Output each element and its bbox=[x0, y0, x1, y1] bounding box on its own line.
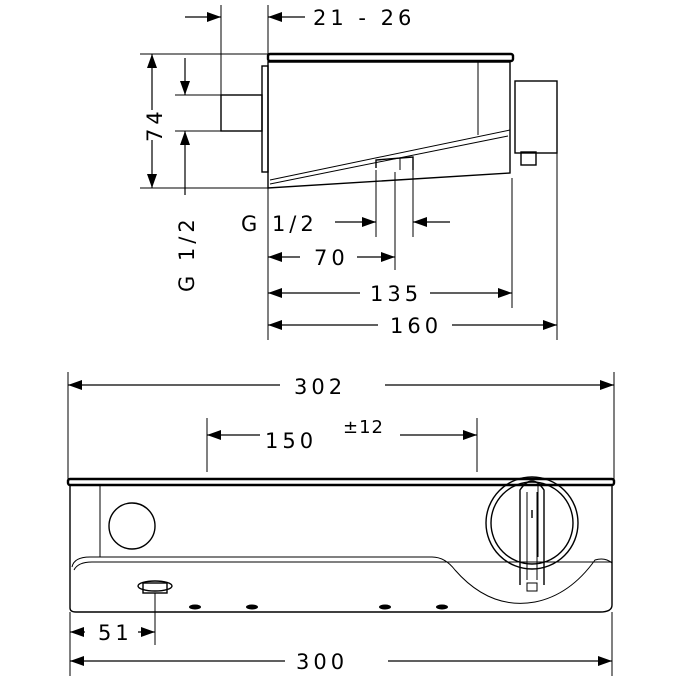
dim-outlet-offset-label: 51 bbox=[98, 621, 133, 645]
dim-outlet-pos-label: 70 bbox=[314, 246, 349, 270]
thermostat-body-side bbox=[220, 52, 558, 189]
outlet-slot bbox=[137, 580, 173, 594]
dim-thread-bottom-label: G 1/2 bbox=[241, 212, 318, 236]
temperature-knob[interactable] bbox=[485, 476, 579, 592]
dim-thread-left-label: G 1/2 bbox=[175, 215, 199, 292]
dim-body-width-label: 300 bbox=[296, 650, 348, 674]
outlet-connector bbox=[514, 80, 558, 154]
dim-inlet-spacing-label: 150 bbox=[265, 429, 317, 453]
inlet-pipe-stub bbox=[220, 94, 263, 132]
dim-inlet-tolerance-label: ±12 bbox=[343, 417, 384, 438]
thermostat-body-front bbox=[66, 476, 616, 613]
front-view: 302 150 ±12 bbox=[66, 372, 616, 676]
dim-height-label: 74 bbox=[143, 107, 167, 142]
mount-hole bbox=[436, 604, 448, 610]
dim-total-depth-label: 160 bbox=[390, 314, 442, 338]
diverter-button[interactable] bbox=[108, 502, 156, 550]
dim-wall-depth-label: 21 - 26 bbox=[313, 6, 415, 30]
mount-hole bbox=[189, 604, 201, 610]
dim-shelf-width-label: 302 bbox=[294, 375, 346, 399]
mount-hole bbox=[379, 604, 391, 610]
mount-hole bbox=[246, 604, 258, 610]
dim-body-depth-label: 135 bbox=[370, 282, 422, 306]
side-view: 21 - 26 74 G 1/2 G 1/2 70 135 160 bbox=[140, 5, 558, 340]
